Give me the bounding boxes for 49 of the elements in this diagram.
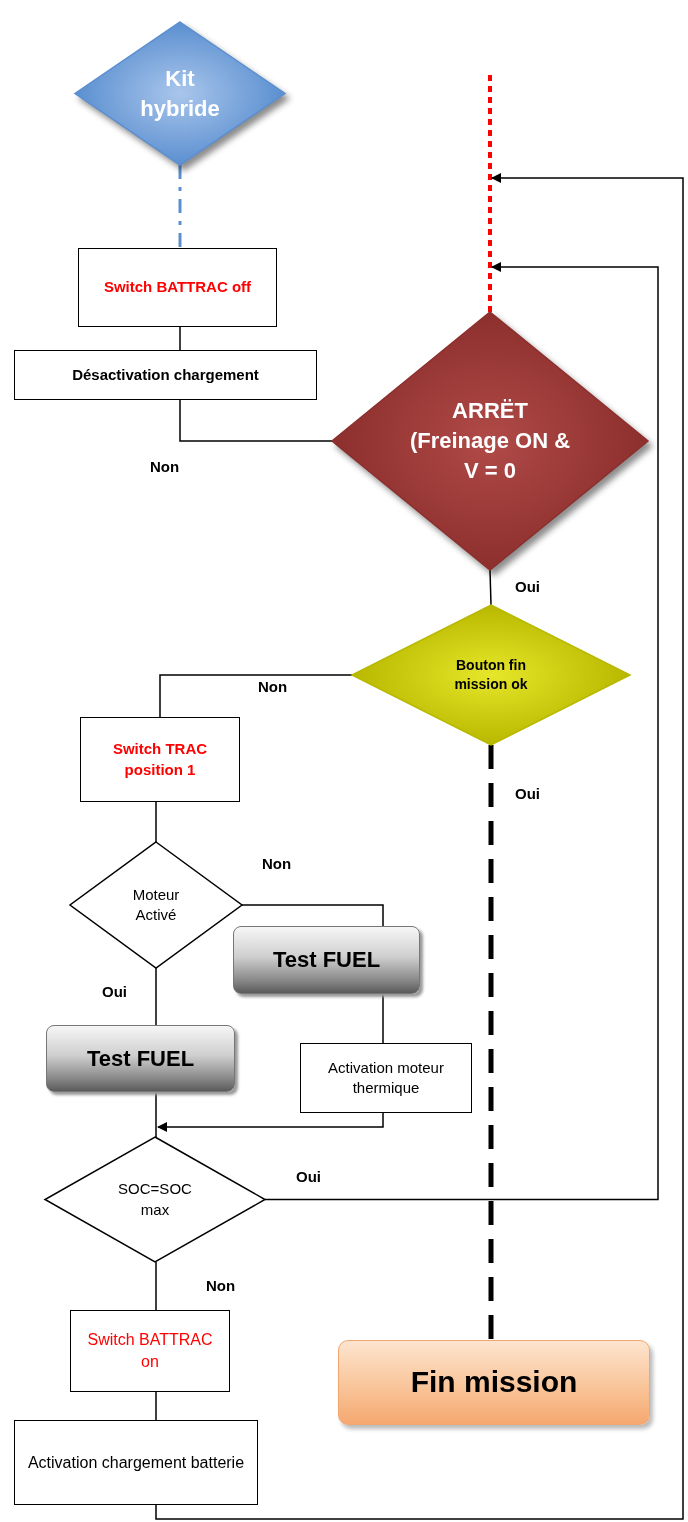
connector-line — [159, 674, 353, 718]
node-text: ARRËT (Freinage ON & V = 0 — [408, 397, 572, 485]
edge-label: Oui — [513, 785, 542, 802]
process-box — [300, 1043, 472, 1113]
node-text: Fin mission — [410, 1364, 578, 1401]
process-box — [233, 926, 420, 994]
connector-line — [155, 1391, 157, 1421]
end-box — [338, 1340, 650, 1425]
arrow — [155, 173, 684, 1520]
decision-diamond — [70, 842, 242, 968]
process-box — [78, 248, 277, 327]
node-text: Switch BATTRAC off — [103, 277, 252, 298]
connector-line — [155, 801, 157, 843]
connector-line — [488, 745, 494, 1340]
node-text: Bouton fin mission ok — [453, 656, 529, 694]
node-text: Activation chargement batterie — [27, 1452, 245, 1473]
node-text: Activation moteur thermique — [327, 1057, 445, 1098]
connector-line — [155, 1091, 157, 1138]
node-text: Désactivation chargement — [72, 364, 259, 385]
connector-line — [488, 75, 492, 312]
node-text: Kit hybride — [139, 64, 221, 123]
connector-line — [241, 904, 384, 927]
node-text: Switch TRAC position 1 — [111, 739, 209, 780]
node-text: Test FUEL — [86, 1044, 195, 1073]
connector-line — [155, 967, 157, 1026]
start-diamond — [75, 22, 285, 165]
node-text: Test FUEL — [272, 946, 381, 975]
edge-label: Oui — [100, 983, 129, 1000]
process-box — [70, 1310, 230, 1392]
process-box — [80, 717, 240, 802]
connector-line — [179, 399, 333, 442]
node-text: Switch BATTRAC on — [86, 1330, 214, 1372]
connector-line — [179, 326, 181, 351]
node-text: Moteur Activé — [131, 884, 181, 925]
decision-diamond — [45, 1137, 265, 1262]
decision-diamond — [332, 312, 648, 570]
decision-diamond — [352, 605, 630, 745]
connector-line — [489, 569, 492, 606]
connector-line — [382, 993, 384, 1044]
process-box — [14, 1420, 258, 1505]
edge-label: Oui — [294, 1168, 323, 1185]
edge-label: Oui — [513, 578, 542, 595]
arrow — [157, 1112, 384, 1132]
process-box — [46, 1025, 235, 1092]
process-box — [14, 350, 317, 400]
connector-line — [155, 1261, 157, 1311]
node-text: SOC=SOC max — [117, 1179, 193, 1220]
arrow — [264, 262, 659, 1201]
connector-line — [178, 165, 182, 248]
